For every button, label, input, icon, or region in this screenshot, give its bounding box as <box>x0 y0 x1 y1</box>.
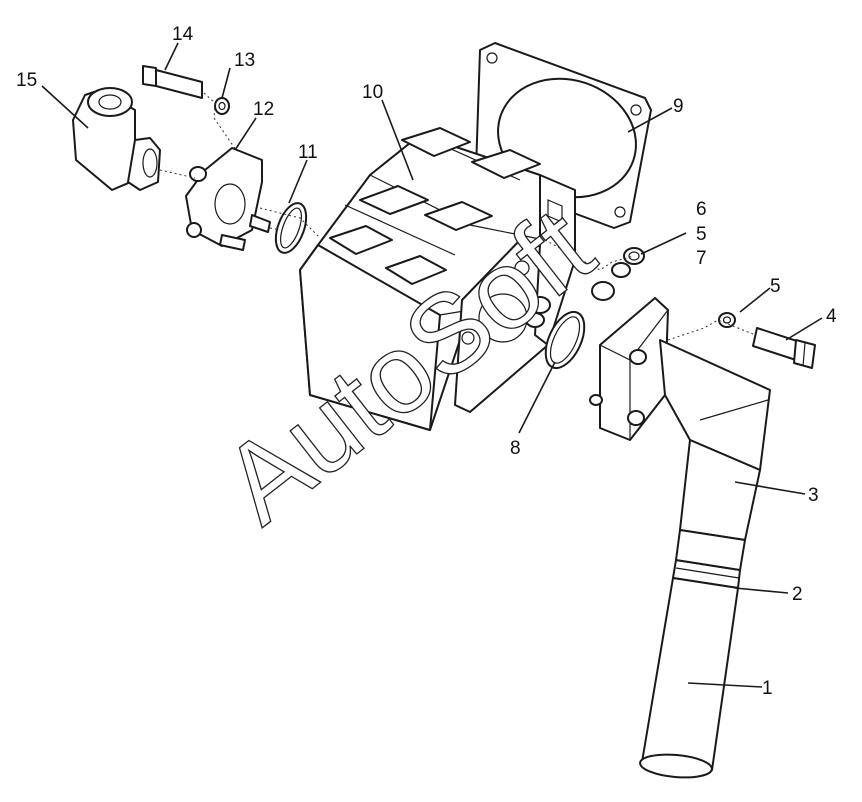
callout-5-right: 5 <box>770 276 781 297</box>
leader-lines <box>41 42 823 688</box>
callout-13: 13 <box>234 50 255 71</box>
callout-15: 15 <box>16 70 37 91</box>
callout-14: 14 <box>172 24 194 45</box>
callout-12: 12 <box>253 99 274 120</box>
callout-5-upper: 5 <box>696 224 707 245</box>
washer-part-13 <box>214 97 230 115</box>
bolt-part-4 <box>752 327 816 369</box>
callout-3: 3 <box>808 485 819 506</box>
elbow-fitting-part-15 <box>72 87 161 191</box>
callout-9: 9 <box>673 96 684 117</box>
callout-1: 1 <box>762 678 773 699</box>
callout-6: 6 <box>696 199 707 220</box>
nut-cluster-parts-5-6-7 <box>525 239 645 328</box>
callout-10: 10 <box>362 82 383 103</box>
callout-11: 11 <box>298 142 318 163</box>
callout-4: 4 <box>826 306 837 327</box>
callout-labels: 1 2 3 4 5 5 6 7 8 9 10 11 12 13 14 15 <box>16 24 837 699</box>
washer-part-5-right <box>718 312 736 328</box>
o-ring-part-11 <box>274 202 308 254</box>
flange-part-12 <box>185 147 271 251</box>
callout-8: 8 <box>510 438 521 459</box>
callout-2: 2 <box>792 584 803 605</box>
bolt-part-14 <box>142 65 203 99</box>
hose-part-1 <box>639 529 746 779</box>
callout-7: 7 <box>696 248 707 269</box>
pump-body-part-10 <box>299 127 571 431</box>
elbow-pipe-part-3 <box>589 297 771 541</box>
